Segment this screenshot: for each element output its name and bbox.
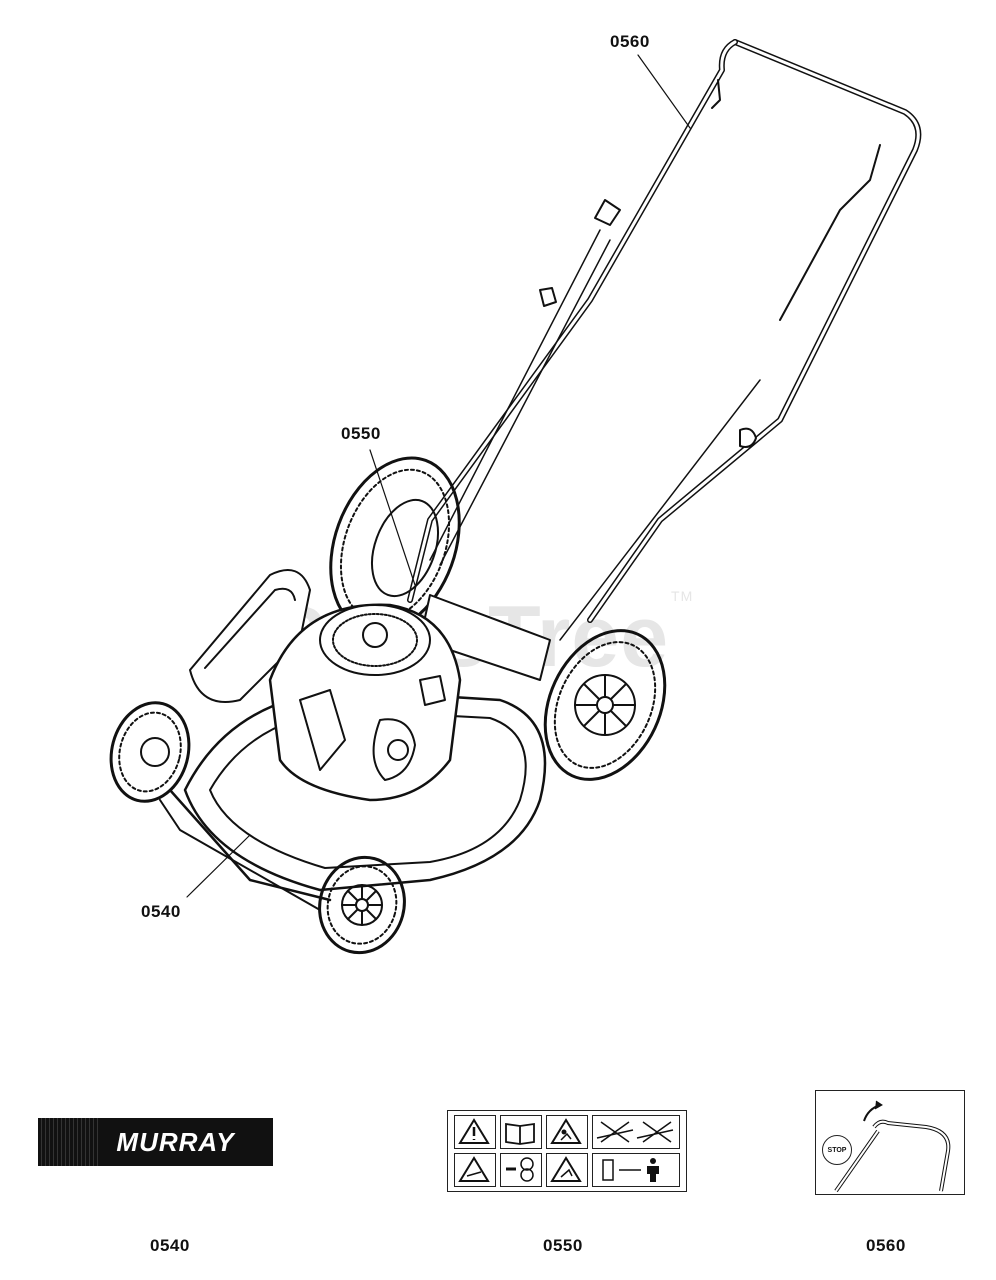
thrown-object-warning-icon — [546, 1115, 588, 1149]
leader-line-0550 — [369, 449, 416, 586]
handle-assembly — [407, 39, 922, 641]
safety-decal — [447, 1110, 687, 1192]
leader-line-0540 — [186, 834, 251, 898]
logo-text: MURRAY — [116, 1126, 235, 1157]
leader-line-0560 — [637, 54, 691, 129]
rear-right-wheel — [543, 629, 667, 781]
callout-0540: 0540 — [141, 902, 181, 921]
callout-0550: 0550 — [341, 424, 381, 443]
front-right-wheel — [318, 855, 406, 955]
warning-triangle-icon — [454, 1115, 496, 1149]
stop-circle: STOP — [822, 1135, 852, 1165]
hand-blade-icon — [500, 1153, 542, 1187]
manual-book-icon — [500, 1115, 542, 1149]
murray-logo-decal: MURRAY — [38, 1118, 273, 1166]
engine — [268, 603, 462, 802]
stop-decal: STOP — [815, 1090, 965, 1195]
foot-hazard-icon — [546, 1153, 588, 1187]
callout-0560: 0560 — [610, 32, 650, 51]
slope-warning-icon — [592, 1115, 680, 1149]
decal-label-0540: 0540 — [150, 1236, 190, 1255]
blade-hazard-icon — [454, 1153, 496, 1187]
keep-distance-icon — [592, 1153, 680, 1187]
front-left-wheel — [109, 701, 191, 803]
decal-label-0560: 0560 — [866, 1236, 906, 1255]
decal-label-0550: 0550 — [543, 1236, 583, 1255]
